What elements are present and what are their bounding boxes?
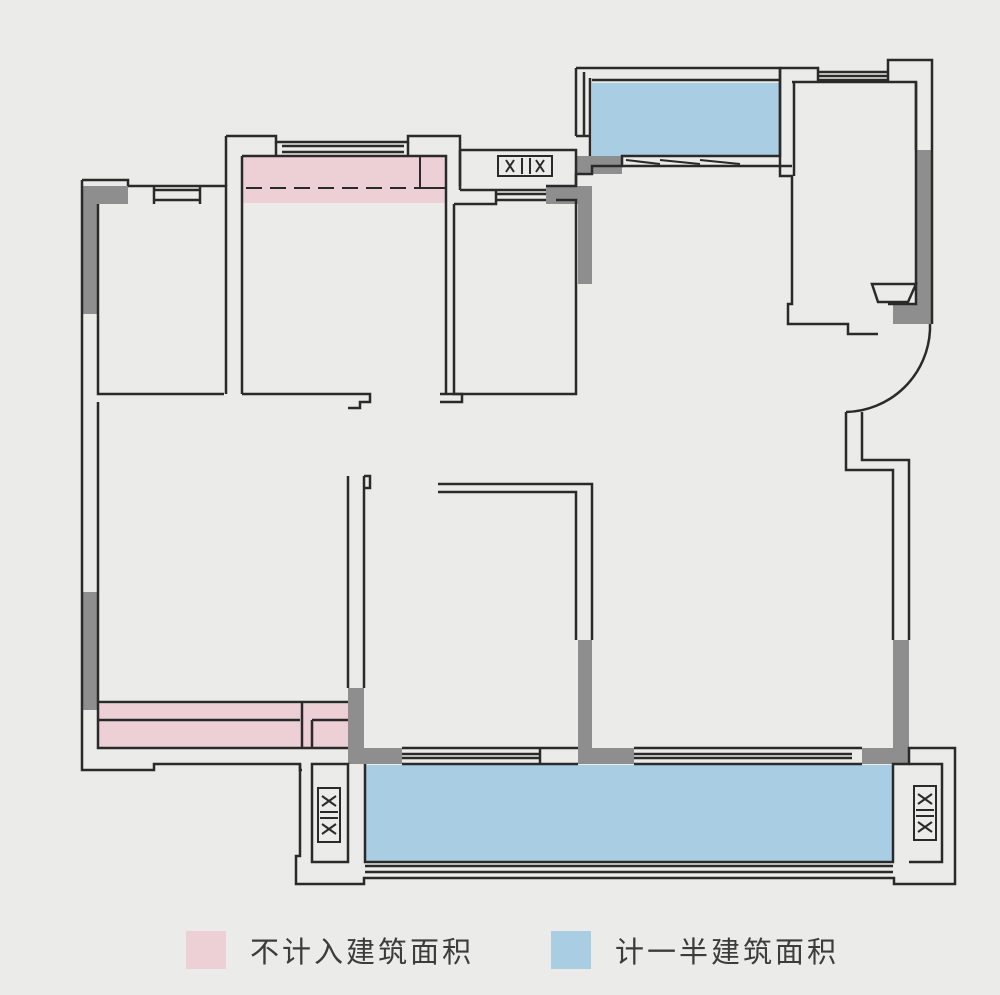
dashed-lines bbox=[98, 187, 420, 721]
legend-swatch-half bbox=[551, 931, 591, 969]
half-area-balcony-bottom bbox=[365, 765, 893, 861]
ac-unit-icon bbox=[497, 155, 553, 177]
legend-swatch-excluded bbox=[186, 931, 226, 969]
excluded-area-bay-window-top bbox=[243, 157, 446, 203]
legend-item-half: 计一半建筑面积 bbox=[551, 928, 839, 972]
half-area-zones bbox=[365, 83, 893, 861]
legend: 不计入建筑面积 计一半建筑面积 bbox=[0, 928, 1000, 972]
sliding-door-marks bbox=[625, 159, 741, 165]
legend-label-excluded: 不计入建筑面积 bbox=[250, 935, 475, 969]
legend-item-excluded: 不计入建筑面积 bbox=[186, 928, 474, 972]
ac-unit-icon bbox=[913, 785, 937, 841]
excluded-area-zones bbox=[98, 157, 446, 749]
half-area-balcony-top bbox=[592, 83, 780, 156]
legend-label-half: 计一半建筑面积 bbox=[615, 935, 840, 969]
walls bbox=[80, 58, 957, 886]
small-box-marks bbox=[419, 156, 446, 189]
excluded-area-bay-window-left bbox=[98, 704, 348, 749]
floor-plan bbox=[80, 58, 957, 886]
ac-unit-icon bbox=[317, 787, 341, 843]
structural-columns bbox=[82, 150, 932, 764]
